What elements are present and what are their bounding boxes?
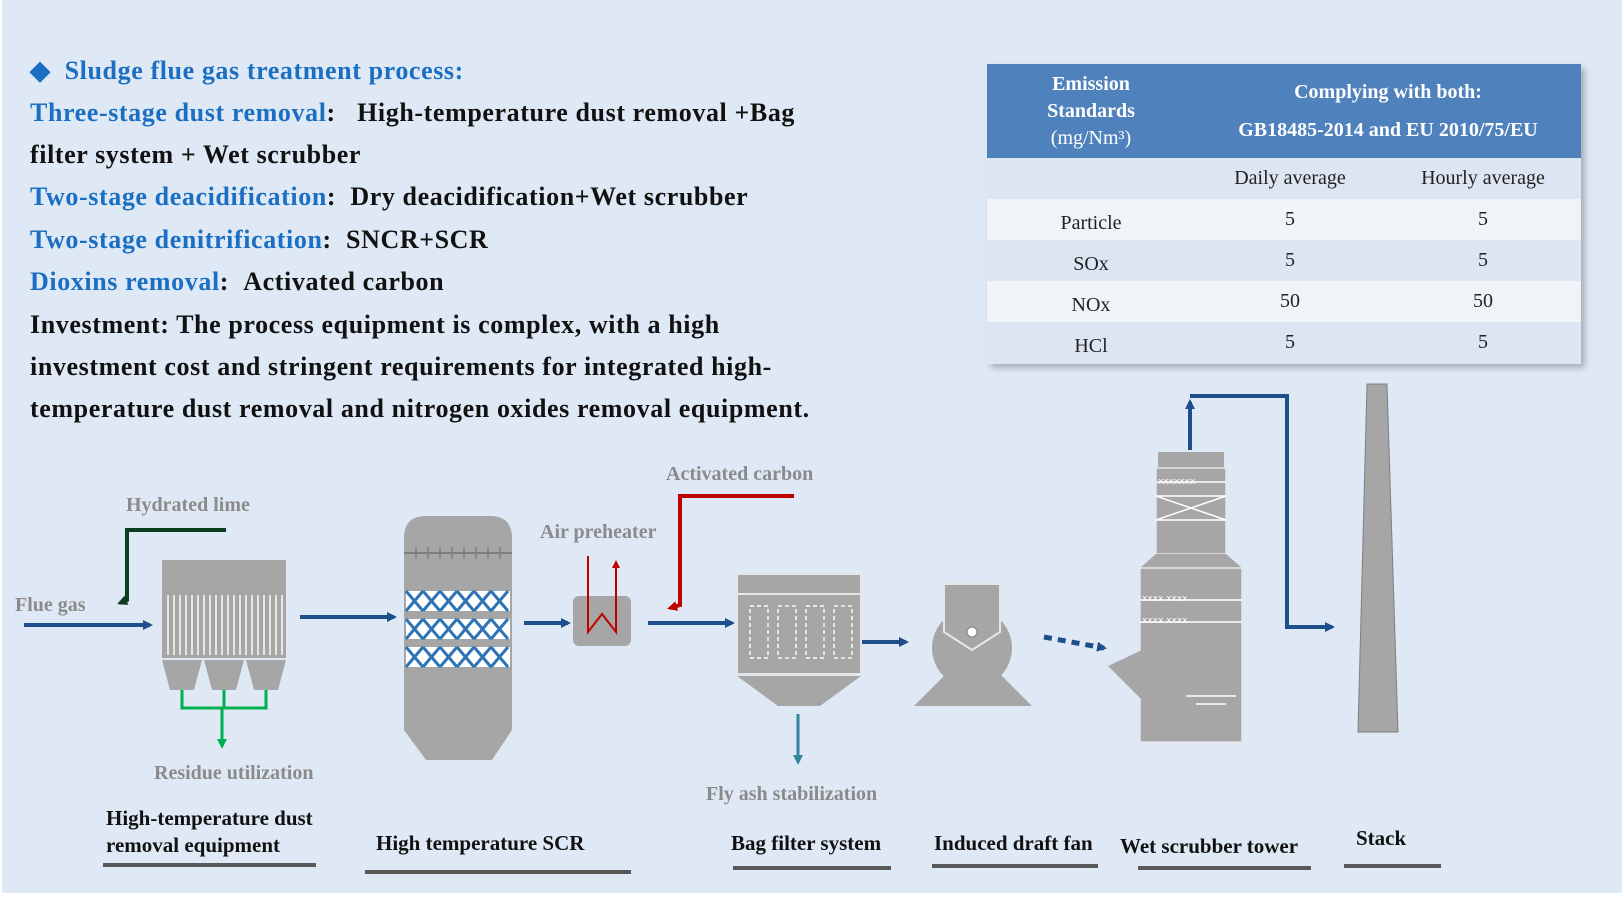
scrubber-nozzles: xxxx xxxx bbox=[1142, 616, 1188, 626]
table-header-standards: Emission Standards (mg/Nm³) bbox=[1047, 72, 1135, 149]
text-line-dust-removal-cont: filter system + Wet scrubber bbox=[30, 140, 362, 169]
activated-carbon-label: Activated carbon bbox=[666, 463, 814, 485]
text-line-dust-removal: Three-stage dust removal: High-temperatu… bbox=[30, 98, 796, 127]
investment-line-3: temperature dust removal and nitrogen ox… bbox=[30, 394, 810, 423]
underline bbox=[103, 863, 316, 867]
scrubber-nozzles: xxxxxxx bbox=[1158, 477, 1196, 487]
residue-output-line bbox=[180, 690, 268, 749]
dotted-flow-arrow bbox=[1043, 634, 1107, 652]
text-line-deacidification: Two-stage deacidification: Dry deacidifi… bbox=[30, 182, 749, 211]
text-key: Dioxins removal bbox=[30, 267, 220, 296]
emission-standards-table: Emission Standards (mg/Nm³) Complying wi… bbox=[987, 64, 1581, 364]
induced-draft-fan-icon bbox=[914, 583, 1032, 706]
hightemp-dust-removal-icon bbox=[162, 560, 286, 690]
diamond-bullet-icon: ◆ bbox=[30, 56, 51, 85]
table-row: Particle 5 5 bbox=[987, 199, 1581, 240]
underline bbox=[733, 866, 891, 870]
text-line-denitrification: Two-stage denitrification: SNCR+SCR bbox=[30, 225, 489, 254]
scr-reactor-icon bbox=[404, 516, 512, 760]
fly-ash-stabilization-label: Fly ash stabilization bbox=[706, 783, 878, 805]
underline bbox=[932, 864, 1098, 868]
equipment-label-bag-filter: Bag filter system bbox=[731, 831, 882, 855]
text-key: Two-stage deacidification bbox=[30, 182, 327, 211]
activated-carbon-line bbox=[667, 494, 794, 611]
underline bbox=[1138, 866, 1311, 870]
air-preheater-label: Air preheater bbox=[540, 521, 657, 543]
investment-line-1: Investment: The process equipment is com… bbox=[30, 310, 720, 339]
table-subheader: Daily average Hourly average bbox=[987, 158, 1581, 199]
underline bbox=[365, 870, 631, 874]
table-row: NOx 50 50 bbox=[987, 281, 1581, 322]
residue-utilization-label: Residue utilization bbox=[154, 762, 314, 784]
scrubber-to-stack-line bbox=[1190, 394, 1335, 632]
scrubber-nozzles: xxxx xxxx bbox=[1142, 594, 1188, 604]
bag-filter-icon bbox=[736, 573, 862, 706]
underline bbox=[1344, 864, 1441, 868]
flue-gas-label: Flue gas bbox=[15, 594, 86, 616]
equipment-label-fan: Induced draft fan bbox=[934, 831, 1093, 855]
equipment-label-stack: Stack bbox=[1356, 826, 1407, 850]
equipment-label-hightemp-2: removal equipment bbox=[106, 833, 281, 857]
wet-scrubber-tower-icon bbox=[1108, 452, 1243, 743]
equipment-label-scrubber: Wet scrubber tower bbox=[1120, 834, 1299, 858]
investment-line-2: investment cost and stringent requiremen… bbox=[30, 352, 772, 381]
air-preheater-icon bbox=[573, 556, 631, 646]
hydrated-lime-line bbox=[117, 528, 226, 605]
equipment-label-scr: High temperature SCR bbox=[376, 831, 585, 855]
table-row: HCl 5 5 bbox=[987, 322, 1581, 364]
table-header: Emission Standards (mg/Nm³) Complying wi… bbox=[987, 64, 1581, 158]
hydrated-lime-label: Hydrated lime bbox=[126, 494, 250, 516]
text-key: Two-stage denitrification bbox=[30, 225, 323, 254]
stack-icon bbox=[1357, 383, 1399, 733]
table-header-complying: Complying with both: GB18485-2014 and EU… bbox=[1238, 81, 1538, 141]
text-line-dioxins: Dioxins removal: Activated carbon bbox=[30, 267, 445, 296]
section-title: ◆Sludge flue gas treatment process: bbox=[30, 56, 464, 85]
table-row: SOx 5 5 bbox=[987, 240, 1581, 281]
text-key: Three-stage dust removal bbox=[30, 98, 327, 127]
equipment-label-hightemp-1: High-temperature dust bbox=[106, 806, 313, 830]
